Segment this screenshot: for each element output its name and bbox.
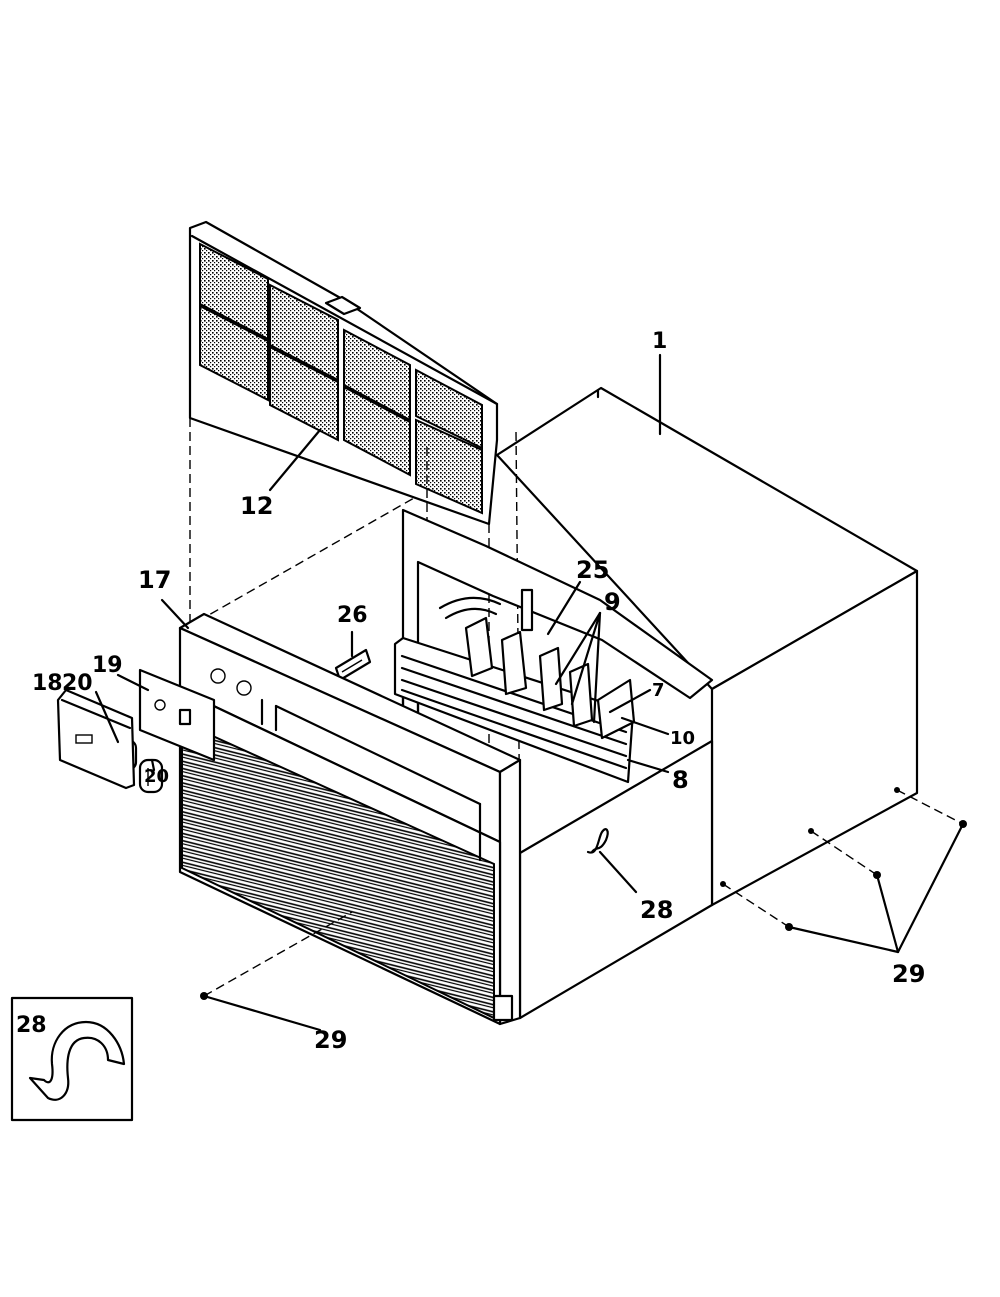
label-18: 18	[32, 671, 63, 696]
label-26: 26	[337, 603, 368, 628]
leader-lines	[94, 353, 965, 1032]
label-1: 1	[652, 329, 667, 354]
clip-part-28	[586, 828, 609, 854]
label-8: 8	[672, 766, 689, 794]
cabinet-part-1	[185, 386, 919, 1020]
label-28: 28	[640, 896, 673, 924]
label-19: 19	[92, 653, 123, 678]
label-25: 25	[576, 556, 609, 584]
label-9: 9	[604, 588, 621, 616]
louver-assembly	[393, 616, 636, 784]
label-29-front: 29	[314, 1026, 347, 1054]
inset-box-part-28	[10, 996, 134, 1122]
filter-part-12	[188, 220, 499, 526]
control-plate-part-19	[138, 668, 216, 762]
label-29-rear: 29	[892, 960, 925, 988]
label-20-lower: 20	[144, 766, 169, 787]
label-10: 10	[670, 728, 695, 749]
front-grille-part-17	[178, 612, 522, 1026]
label-20-upper: 20	[62, 671, 93, 696]
label-12: 12	[240, 492, 273, 520]
label-7: 7	[652, 680, 665, 701]
cover-part-18	[56, 688, 136, 790]
inset-label-28: 28	[16, 1013, 47, 1038]
label-17: 17	[138, 566, 171, 594]
